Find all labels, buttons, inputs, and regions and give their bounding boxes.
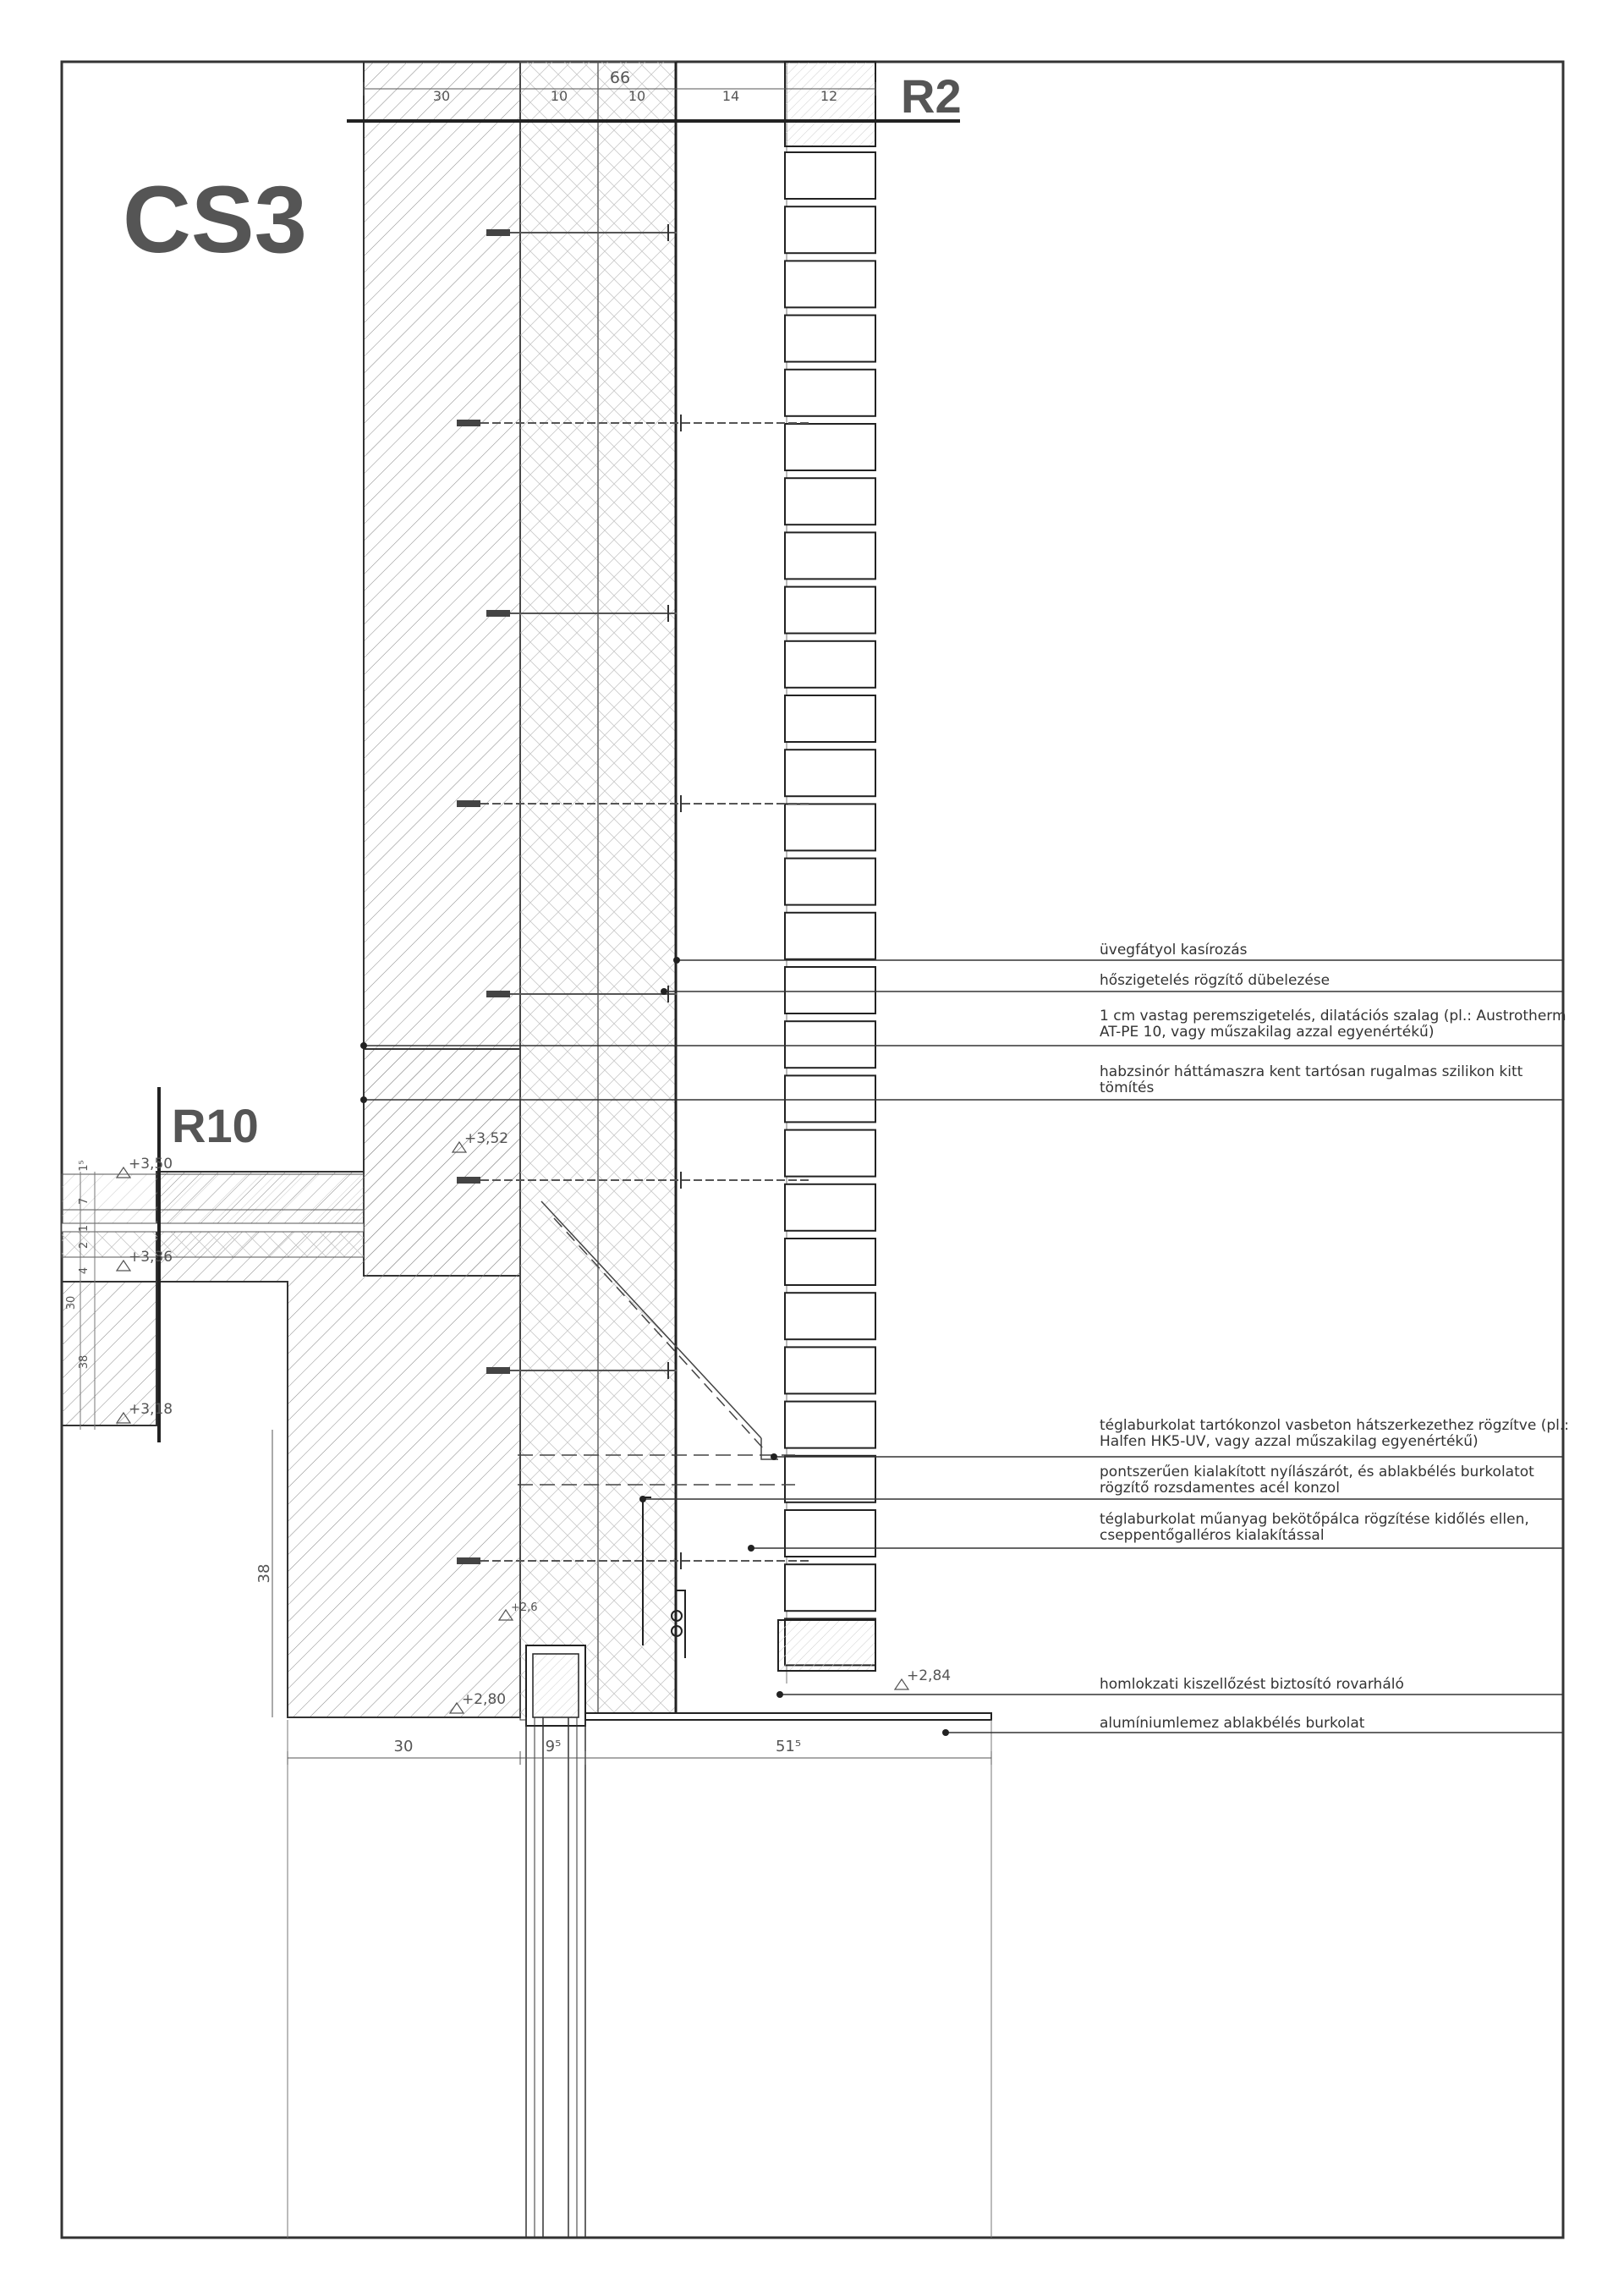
anchor-head bbox=[486, 1367, 510, 1374]
level-1: +3,36 bbox=[129, 1249, 173, 1266]
level-3: +3,52 bbox=[464, 1130, 508, 1147]
dim-seg-0: 30 bbox=[433, 88, 450, 104]
leader-dot bbox=[776, 1691, 783, 1698]
brick bbox=[784, 206, 876, 255]
insulation-layer-1 bbox=[519, 61, 599, 1721]
section-label-r10: R10 bbox=[172, 1099, 259, 1152]
brick bbox=[784, 911, 876, 960]
dim-bottom-1: 9⁵ bbox=[546, 1738, 562, 1755]
note-steel-console: pontszerűen kialakított nyílászárót, és … bbox=[1100, 1464, 1539, 1497]
dim-bottom-0: 30 bbox=[394, 1738, 414, 1755]
slab-dim-5: 30 bbox=[65, 1296, 78, 1310]
dim-seg-2: 10 bbox=[628, 88, 645, 104]
anchor-head bbox=[486, 610, 510, 617]
brick bbox=[784, 803, 876, 852]
slab-dim-6: 38 bbox=[78, 1355, 91, 1370]
note-dowels: hőszigetelés rögzítő dübelezése bbox=[1100, 972, 1330, 989]
dim-seg-1: 10 bbox=[551, 88, 568, 104]
level-6: +2,6 bbox=[511, 1601, 538, 1614]
leader-dot bbox=[673, 957, 680, 964]
dim-overall: 66 bbox=[610, 69, 630, 87]
brick bbox=[784, 1292, 876, 1341]
brick bbox=[784, 857, 876, 906]
leader-dot bbox=[661, 988, 667, 995]
brick-cladding bbox=[777, 61, 876, 1672]
slab-dim-3: 2 bbox=[78, 1242, 91, 1249]
brick-top bbox=[784, 61, 876, 147]
note-tie-rod: téglaburkolat műanyag bekötőpálca rögzít… bbox=[1100, 1511, 1533, 1544]
insulation-layer-2 bbox=[597, 61, 677, 1721]
brick bbox=[784, 640, 876, 689]
floor-slab bbox=[61, 1173, 365, 1426]
drawing-title: CS3 bbox=[123, 167, 307, 272]
slab-dim-2: 1 bbox=[78, 1225, 91, 1232]
level-0: +3,50 bbox=[129, 1156, 173, 1173]
leader-dot bbox=[771, 1453, 777, 1460]
aluminium-reveal-sheet bbox=[584, 1712, 992, 1721]
note-insect-mesh: homlokzati kiszellőzést biztosító rovarh… bbox=[1100, 1676, 1404, 1693]
note-edge-insulation: 1 cm vastag peremszigetelés, dilatációs … bbox=[1100, 1008, 1571, 1041]
note-silicone: habzsinór háttámaszra kent tartósan ruga… bbox=[1100, 1063, 1528, 1096]
note-aluminium-reveal: alumíniumlemez ablakbélés burkolat bbox=[1100, 1715, 1365, 1732]
brick bbox=[784, 695, 876, 743]
anchor-head bbox=[486, 229, 510, 236]
brick bbox=[784, 1509, 876, 1557]
brick bbox=[784, 531, 876, 580]
anchor-head bbox=[457, 800, 480, 807]
brick bbox=[784, 368, 876, 417]
leader-dot bbox=[748, 1545, 754, 1552]
section-label-r2: R2 bbox=[901, 69, 962, 123]
brick bbox=[784, 1238, 876, 1286]
brick bbox=[784, 1563, 876, 1612]
note-bracket: téglaburkolat tartókonzol vasbeton hátsz… bbox=[1100, 1417, 1573, 1450]
level-4: +2,84 bbox=[907, 1667, 951, 1684]
brick bbox=[784, 477, 876, 526]
anchor-head bbox=[486, 991, 510, 997]
bottom-dimension-chain bbox=[287, 1751, 992, 1765]
brick bbox=[784, 151, 876, 200]
leader-dot bbox=[942, 1729, 949, 1736]
dim-left: 38 bbox=[255, 1564, 273, 1584]
brick bbox=[784, 314, 876, 363]
level-2: +3,18 bbox=[129, 1401, 173, 1418]
brick bbox=[784, 1074, 876, 1123]
brick bbox=[784, 966, 876, 1014]
insulation-anchors bbox=[457, 224, 812, 1569]
brick bbox=[784, 1020, 876, 1069]
level-5: +2,80 bbox=[462, 1691, 506, 1708]
brick bbox=[784, 1183, 876, 1232]
brick bbox=[784, 1454, 876, 1503]
anchor-head bbox=[457, 420, 480, 426]
dim-seg-4: 12 bbox=[820, 88, 837, 104]
leader-dot bbox=[639, 1496, 646, 1502]
dim-seg-3: 14 bbox=[722, 88, 739, 104]
brick bbox=[784, 749, 876, 798]
brick bbox=[784, 1346, 876, 1395]
slab-dim-1: 7 bbox=[78, 1198, 91, 1205]
anchor-head bbox=[457, 1557, 480, 1564]
brick-support-bracket bbox=[518, 1200, 795, 1486]
slab-dim-0: 1⁵ bbox=[78, 1160, 91, 1171]
slab-dim-4: 4 bbox=[78, 1267, 91, 1274]
top-dimension-chain bbox=[363, 82, 876, 96]
brick bbox=[784, 1400, 876, 1449]
brick bbox=[784, 1129, 876, 1178]
leader-dot bbox=[360, 1042, 367, 1049]
brick bbox=[784, 585, 876, 634]
note-fleece: üvegfátyol kasírozás bbox=[1100, 942, 1248, 958]
level-markers bbox=[115, 1140, 910, 1714]
dim-bottom-2: 51⁵ bbox=[776, 1738, 801, 1755]
window-frame bbox=[525, 1645, 586, 2238]
slab-layer-dimensions bbox=[80, 1172, 96, 1430]
leader-dot bbox=[360, 1096, 367, 1103]
brick bbox=[784, 423, 876, 471]
annotation-leaders bbox=[360, 957, 1563, 1736]
anchor-head bbox=[457, 1177, 480, 1184]
brick bbox=[784, 260, 876, 309]
brick-bottom bbox=[777, 1619, 876, 1672]
